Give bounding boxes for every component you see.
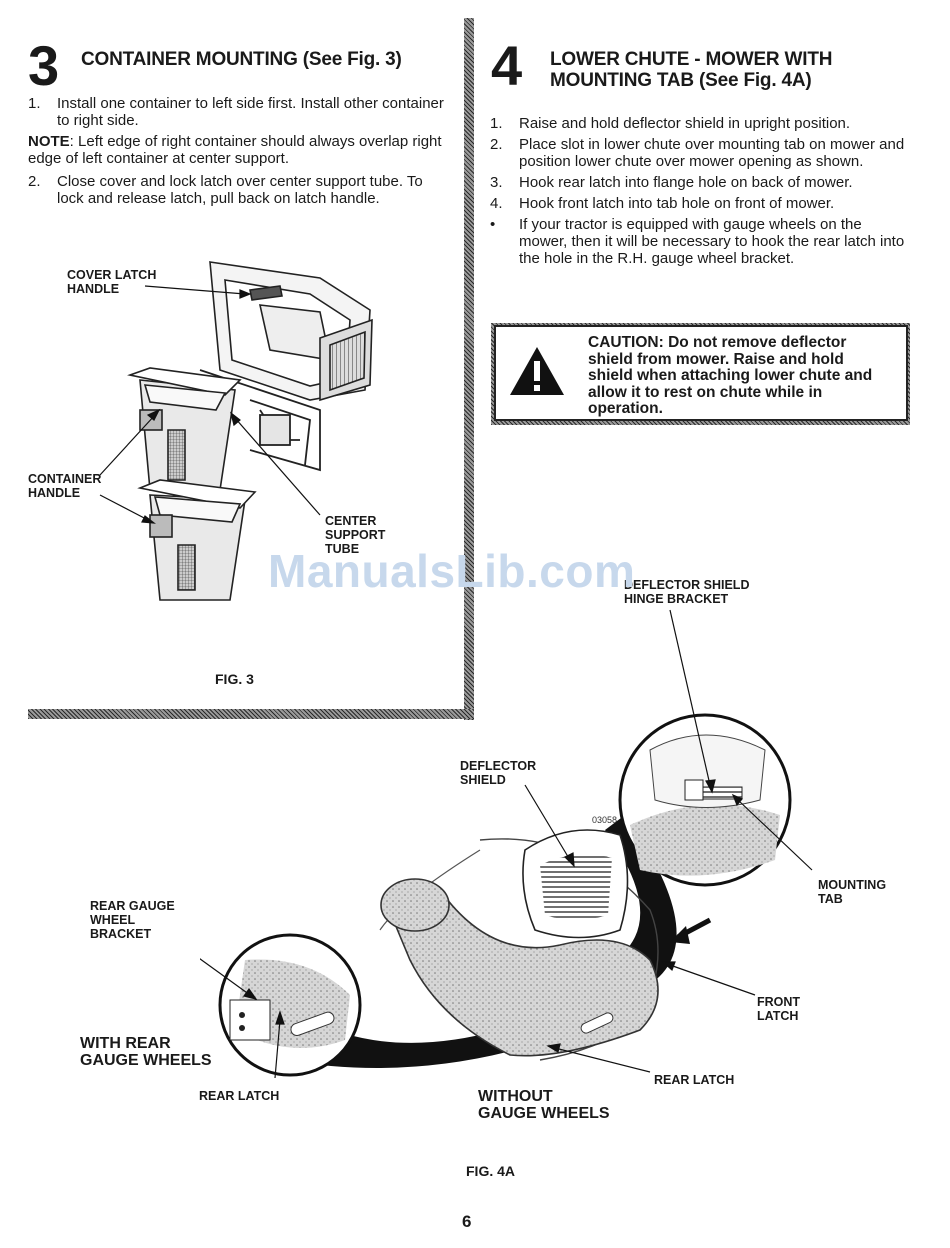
label-rear-latch-left: REAR LATCH [199,1089,280,1103]
step-item: 2. Close cover and lock latch over center… [28,173,446,207]
deflector-shield-icon [522,829,629,939]
label-rear-latch-right: REAR LATCH [654,1073,735,1087]
section-divider-horizontal [28,709,474,719]
note-paragraph: NOTE: Left edge of right container shoul… [28,133,446,167]
label-line: DEFLECTOR [460,759,537,773]
step-marker: 1. [490,115,503,132]
label-line: TAB [818,892,843,906]
label-line: DEFLECTOR SHIELD [624,578,750,592]
step-item: • If your tractor is equipped with gauge … [490,216,908,267]
section-3-step-list-2: 2. Close cover and lock latch over center… [28,173,446,207]
label-line: LATCH [757,1009,799,1023]
section-4-step-list: 1. Raise and hold deflector shield in upr… [490,115,908,267]
step-text: Hook front latch into tab hole on front … [519,195,835,212]
label-front-latch: FRONT LATCH [757,995,800,1023]
label-line: HANDLE [28,486,81,500]
section-3-instructions: 1. Install one container to left side fir… [28,95,446,211]
label-rear-gauge-wheel-bracket: REAR GAUGE WHEEL BRACKET [90,899,175,941]
section-4-title: LOWER CHUTE - MOWER WITH MOUNTING TAB (S… [550,49,910,91]
step-text: Raise and hold deflector shield in uprig… [519,115,851,132]
section-4-instructions: 1. Raise and hold deflector shield in upr… [490,115,908,271]
right-container-icon [137,479,257,601]
fig-3-leader-lines [99,285,321,524]
label-line: WHEEL [90,913,136,927]
step-marker: 2. [28,173,41,190]
fig-4a-illustration [200,609,813,1079]
step-text: If your tractor is equipped with gauge w… [519,216,905,267]
step-number-4: 4 [491,34,523,97]
label-line: FRONT [757,995,801,1009]
label-line: BRACKET [90,927,152,941]
front-direction-arrow-icon [670,917,712,944]
step-text: Close cover and lock latch over center s… [57,173,423,207]
fig-4a-caption: FIG. 4A [466,1163,516,1179]
zoom-funnel-left [285,1020,515,1068]
step-marker: 2. [490,136,503,153]
section-3-title: CONTAINER MOUNTING (See Fig. 3) [81,49,402,70]
zoom-circle-rear-gauge-wheel [218,933,362,1077]
label-cover-latch-handle: COVER LATCH HANDLE [67,268,156,296]
center-support-frame-icon [199,369,321,472]
label-line: SHIELD [460,773,506,787]
label-line: GAUGE WHEELS [80,1052,212,1069]
section-divider-vertical [464,18,474,720]
page-number: 6 [462,1212,472,1231]
note-label: NOTE [28,133,70,150]
step-marker: 4. [490,195,503,212]
part-number: 03058 [592,815,618,825]
label-line: REAR GAUGE [90,899,175,913]
step-marker: • [490,216,496,233]
label-line: HANDLE [67,282,120,296]
label-mounting-tab: MOUNTING TAB [818,878,886,906]
label-line: SUPPORT [325,528,386,542]
zoom-funnel-right [605,815,677,990]
label-line: GAUGE WHEELS [478,1105,610,1122]
step-item: 1. Install one container to left side fir… [28,95,446,129]
lower-chute-icon [380,878,659,1057]
step-item: 2. Place slot in lower chute over mountin… [490,136,908,170]
step-marker: 1. [28,95,41,112]
label-line: MOUNTING [818,878,887,892]
watermark: ManualsLib.com [268,545,636,597]
fig-4a-leader-lines [200,609,813,1079]
step-number-3: 3 [28,34,60,97]
label-deflector-shield-hinge-bracket: DEFLECTOR SHIELD HINGE BRACKET [624,578,749,606]
section-3-step-list: 1. Install one container to left side fir… [28,95,446,129]
step-text: Place slot in lower chute over mounting … [519,136,905,170]
title-line: MOUNTING TAB (See Fig. 4A) [550,70,812,91]
label-line: TUBE [325,542,360,556]
label-line: WITHOUT [478,1088,553,1105]
title-line: LOWER CHUTE - MOWER WITH [550,49,833,70]
label-without-gauge-wheels: WITHOUT GAUGE WHEELS [478,1088,610,1122]
step-text: Hook rear latch into flange hole on back… [519,174,853,191]
step-text: Install one container to left side first… [57,95,444,129]
step-item: 3. Hook rear latch into flange hole on ba… [490,174,908,191]
zoom-circle-mounting-tab [618,713,792,887]
left-container-icon [127,367,242,491]
caution-text: CAUTION: Do not remove deflector shield … [588,334,873,417]
label-line: CONTAINER [28,472,102,486]
label-line: COVER LATCH [67,268,157,282]
container-cover-icon [209,261,373,402]
fig-3-caption: FIG. 3 [215,671,254,687]
label-with-rear-gauge-wheels: WITH REAR GAUGE WHEELS [80,1035,212,1069]
caution-box: CAUTION: Do not remove deflector shield … [494,325,908,421]
step-marker: 3. [490,174,503,191]
label-line: CENTER [325,514,377,528]
step-item: 1. Raise and hold deflector shield in upr… [490,115,908,132]
note-text: : Left edge of right container should al… [28,133,442,167]
label-deflector-shield: DEFLECTOR SHIELD [460,759,536,787]
step-item: 4. Hook front latch into tab hole on fron… [490,195,908,212]
label-line: WITH REAR [80,1035,171,1052]
fig-3-illustration [99,261,373,601]
label-container-handle: CONTAINER HANDLE [28,472,101,500]
label-line: HINGE BRACKET [624,592,729,606]
label-center-support-tube: CENTER SUPPORT TUBE [325,514,385,556]
warning-triangle-icon [510,347,564,395]
